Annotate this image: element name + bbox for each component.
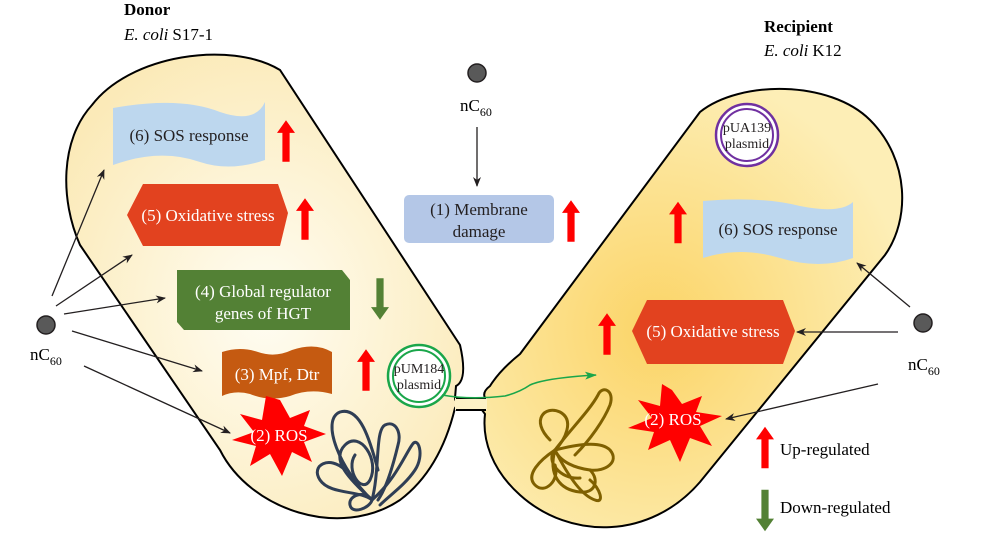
nc60-left: nC60 <box>30 169 231 434</box>
plasmid-transfer-arrow <box>441 371 597 399</box>
nc60-right: nC60 <box>725 262 940 421</box>
recipient-plasmid-name: pUA139 <box>723 121 771 136</box>
donor-ros-label: (2) ROS <box>250 426 307 445</box>
recipient-ros-label: (2) ROS <box>644 410 701 429</box>
recipient-plasmid-type: plasmid <box>725 137 769 152</box>
membrane-label-line2: damage <box>453 222 506 241</box>
nc60-particle-icon <box>36 315 56 335</box>
arrow-to-donor-sos <box>51 169 105 297</box>
nc60-particle-icon <box>913 313 933 333</box>
nc60-left-label: nC60 <box>30 345 62 368</box>
legend-up-label: Up-regulated <box>780 440 870 459</box>
recipient-sos-label: (6) SOS response <box>719 220 838 239</box>
donor-mpf-dtr-box: (3) Mpf, Dtr <box>222 346 332 399</box>
recipient-plasmid: pUA139 plasmid <box>714 102 780 168</box>
donor-mpf-label: (3) Mpf, Dtr <box>235 365 320 384</box>
donor-plasmid-name: pUM184 <box>394 362 445 377</box>
donor-ros-burst: (2) ROS <box>232 396 326 476</box>
donor-oxidative-label: (5) Oxidative stress <box>141 206 274 225</box>
donor-global-regulator-box: (4) Global regulator genes of HGT <box>177 270 350 330</box>
nc60-right-label: nC60 <box>908 355 940 378</box>
donor-oxidative-stress-box: (5) Oxidative stress <box>127 184 288 246</box>
arrow-to-donor-ros <box>83 365 231 434</box>
legend-up-arrow-icon <box>756 426 774 469</box>
nc60-particle-icon <box>467 63 487 83</box>
legend: Up-regulated Down-regulated <box>756 426 891 532</box>
donor-global-label-line2: genes of HGT <box>215 304 312 323</box>
arrow-to-recipient-sos <box>856 262 911 308</box>
recipient-oxidative-label: (5) Oxidative stress <box>646 322 779 341</box>
legend-down-arrow-icon <box>756 489 774 532</box>
membrane-damage-box: (1) Membrane damage <box>404 195 554 243</box>
arrow-to-donor-oxidative <box>55 254 133 307</box>
nc60-top: nC60 <box>460 63 492 187</box>
donor-plasmid-type: plasmid <box>397 378 441 393</box>
nc60-top-label: nC60 <box>460 96 492 119</box>
arrow-to-donor-global <box>63 295 166 315</box>
recipient-ros-burst: (2) ROS <box>628 384 722 462</box>
donor-title: Donor <box>124 0 171 19</box>
legend-down-label: Down-regulated <box>780 498 891 517</box>
membrane-up-arrow-icon <box>562 200 580 242</box>
recipient-sos-response-box: (6) SOS response <box>703 199 853 264</box>
donor-plasmid: pUM184 plasmid <box>386 343 452 409</box>
recipient-title: Recipient <box>764 17 833 36</box>
donor-sos-label: (6) SOS response <box>130 126 249 145</box>
arrow-to-recipient-ros <box>725 383 879 421</box>
donor-sos-response-box: (6) SOS response <box>113 102 265 167</box>
conjugation-bridge <box>455 397 487 411</box>
donor-global-label-line1: (4) Global regulator <box>195 282 331 301</box>
recipient-chromosome <box>530 388 615 503</box>
recipient-oxidative-stress-box: (5) Oxidative stress <box>632 300 795 364</box>
donor-chromosome <box>316 409 422 512</box>
arrow-to-donor-mpf <box>71 330 203 373</box>
membrane-label-line1: (1) Membrane <box>430 200 528 219</box>
